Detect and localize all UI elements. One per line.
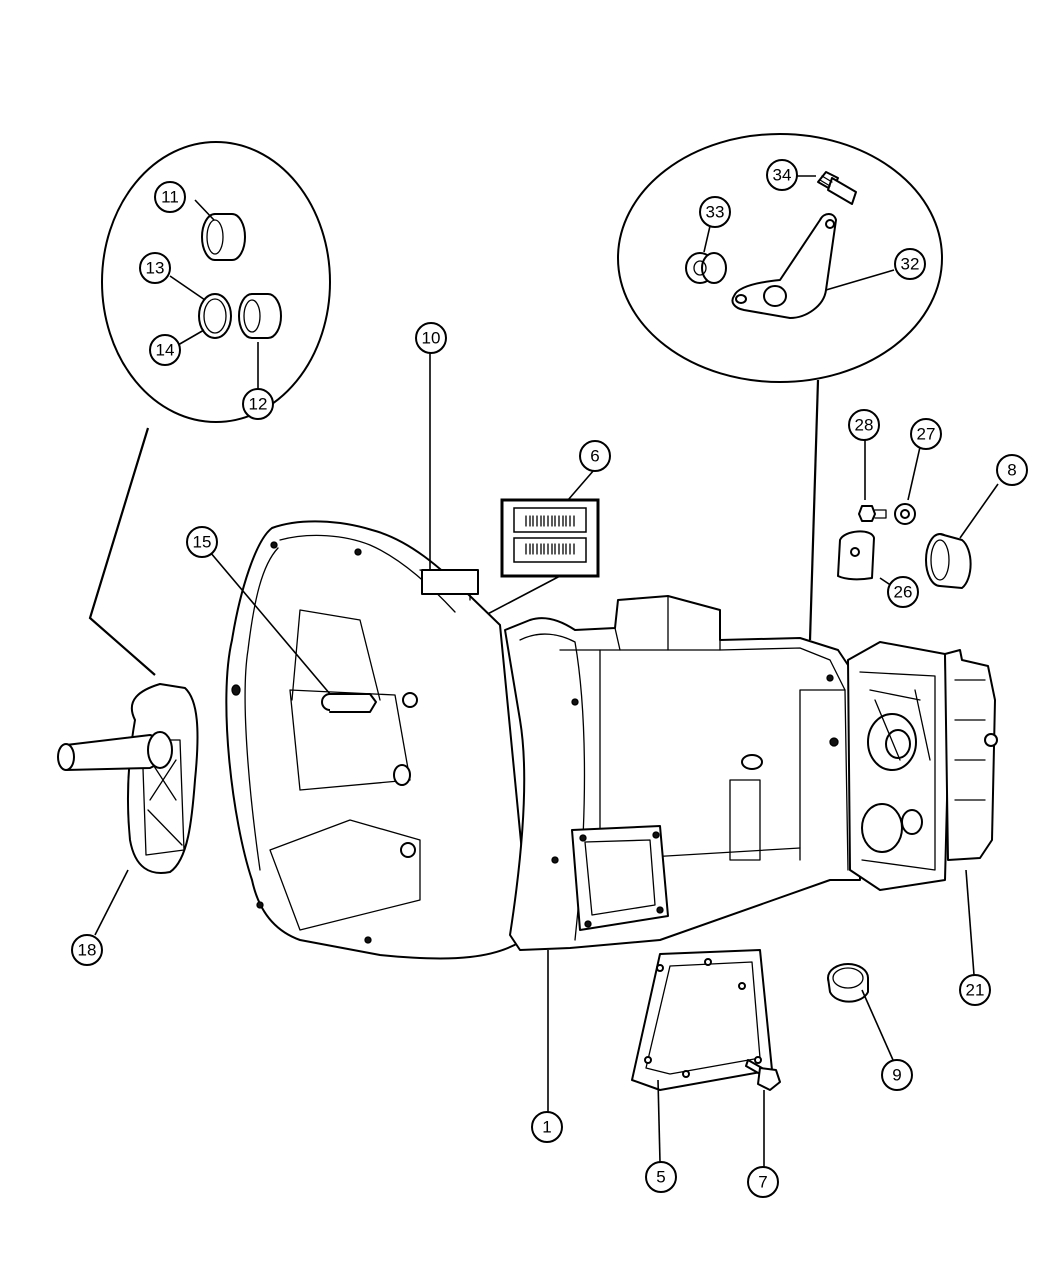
callout-1: 1 xyxy=(531,1111,563,1143)
callout-12: 12 xyxy=(242,388,274,420)
detail-right-connector xyxy=(808,379,820,641)
svg-text:11: 11 xyxy=(161,188,179,207)
extension-housing-21 xyxy=(847,641,998,891)
callout-34: 34 xyxy=(766,159,798,191)
svg-text:7: 7 xyxy=(758,1173,767,1192)
svg-text:12: 12 xyxy=(249,395,268,414)
svg-text:27: 27 xyxy=(917,425,936,444)
svg-text:28: 28 xyxy=(855,416,874,435)
svg-text:32: 32 xyxy=(901,255,920,274)
svg-text:18: 18 xyxy=(78,941,97,960)
seal-ring-13 xyxy=(198,293,232,339)
svg-text:26: 26 xyxy=(894,583,913,602)
bolt-7 xyxy=(745,1059,781,1091)
washer-27 xyxy=(894,503,916,525)
svg-text:6: 6 xyxy=(590,447,599,466)
sensor-34 xyxy=(817,171,857,205)
callout-11: 11 xyxy=(154,181,186,213)
callout-27: 27 xyxy=(910,418,942,450)
svg-text:13: 13 xyxy=(146,259,165,278)
transmission-case-1 xyxy=(504,595,861,951)
callout-8: 8 xyxy=(996,454,1028,486)
front-retainer-18 xyxy=(57,683,199,874)
seal-8 xyxy=(925,533,972,589)
svg-text:10: 10 xyxy=(422,329,441,348)
svg-text:5: 5 xyxy=(656,1168,665,1187)
callout-7: 7 xyxy=(747,1166,779,1198)
detail-left-connector xyxy=(88,427,156,676)
callout-15: 15 xyxy=(186,526,218,558)
seal-9 xyxy=(827,963,869,1003)
callout-32: 32 xyxy=(894,248,926,280)
svg-text:1: 1 xyxy=(542,1118,551,1137)
svg-text:34: 34 xyxy=(773,166,792,185)
bushing-12 xyxy=(238,293,282,339)
callout-6: 6 xyxy=(579,440,611,472)
svg-text:8: 8 xyxy=(1007,461,1016,480)
callout-5: 5 xyxy=(645,1161,677,1193)
detail-circle-right xyxy=(617,133,943,383)
bolt-28 xyxy=(858,505,887,522)
svg-text:21: 21 xyxy=(966,981,985,1000)
svg-text:33: 33 xyxy=(706,203,725,222)
callout-13: 13 xyxy=(139,252,171,284)
cover-plate-5 xyxy=(631,949,773,1091)
callout-21: 21 xyxy=(959,974,991,1006)
label-tag-6 xyxy=(500,498,600,578)
callout-9: 9 xyxy=(881,1059,913,1091)
bellhousing-10 xyxy=(225,520,531,960)
callout-26: 26 xyxy=(887,576,919,608)
svg-text:14: 14 xyxy=(156,341,175,360)
svg-text:15: 15 xyxy=(193,533,212,552)
callout-10: 10 xyxy=(415,322,447,354)
svg-text:9: 9 xyxy=(892,1066,901,1085)
shift-lever-32 xyxy=(731,213,837,319)
detail-circle-left xyxy=(101,141,331,423)
grommet-33 xyxy=(685,252,727,284)
callout-18: 18 xyxy=(71,934,103,966)
callout-28: 28 xyxy=(848,409,880,441)
callout-33: 33 xyxy=(699,196,731,228)
bracket-26 xyxy=(837,530,875,581)
bushing-11 xyxy=(201,213,246,261)
callout-14: 14 xyxy=(149,334,181,366)
